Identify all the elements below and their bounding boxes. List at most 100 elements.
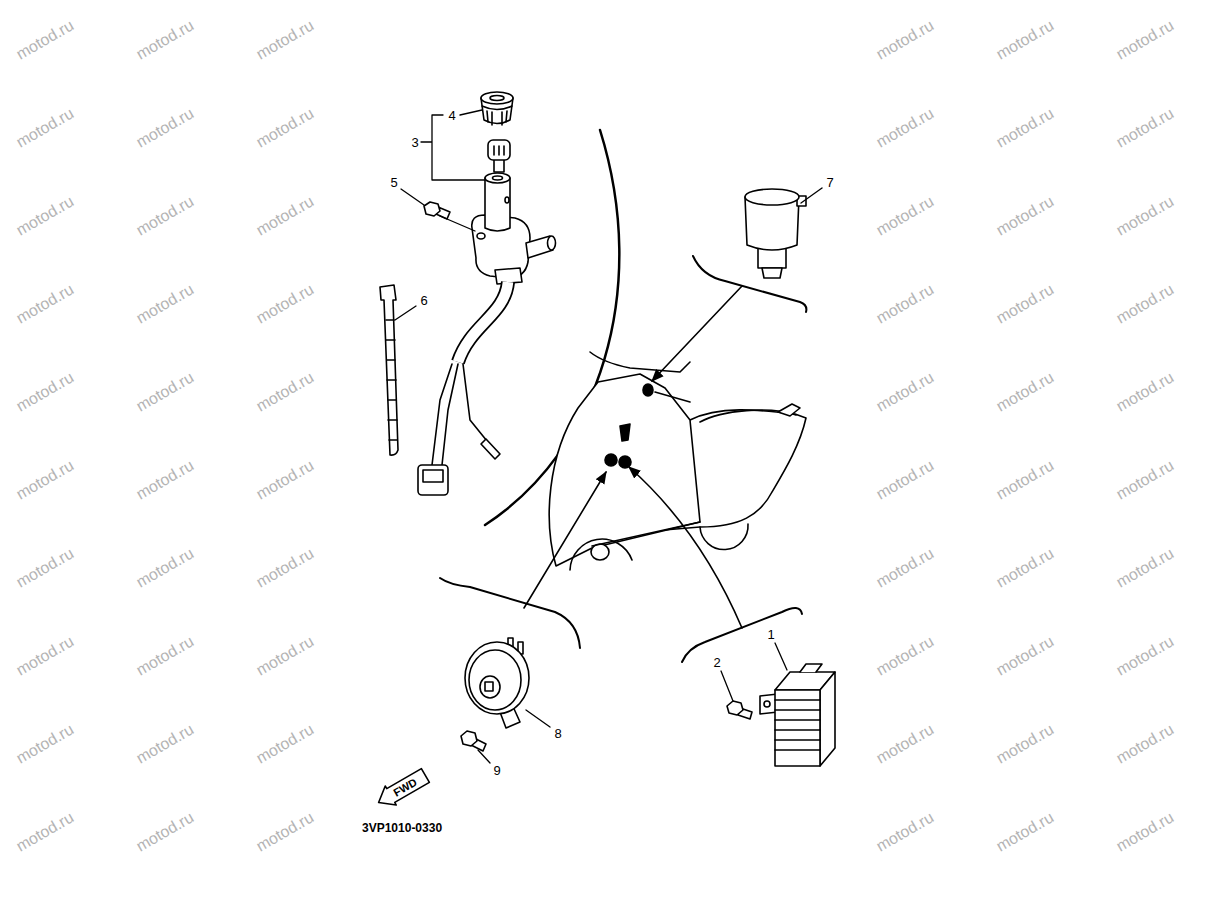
cap-top [481, 92, 513, 104]
horn-rim [465, 642, 529, 714]
watermark: motod.ru [1114, 809, 1177, 854]
watermark: motod.ru [874, 281, 937, 326]
watermark: motod.ru [134, 721, 197, 766]
rectifier-regulator [760, 664, 835, 766]
detail-frame [682, 608, 802, 662]
watermark: motod.ru [1114, 369, 1177, 414]
key-slot [493, 176, 503, 180]
leader-line [478, 750, 490, 763]
watermark: motod.ru [994, 721, 1057, 766]
watermark: motod.ru [14, 281, 77, 326]
watermark: motod.ru [874, 457, 937, 502]
watermark: motod.ru [874, 809, 937, 854]
bolt-head [727, 701, 743, 715]
group-bracket [421, 115, 485, 180]
watermark: motod.ru [1114, 105, 1177, 150]
leader-line [721, 671, 733, 701]
marker [643, 384, 653, 396]
watermark: motod.ru [14, 105, 77, 150]
marker [619, 456, 631, 468]
marker [620, 424, 630, 441]
callout-number: 2 [713, 656, 720, 669]
horn-center [480, 676, 500, 698]
callout-number: 6 [420, 294, 427, 307]
cable-tie [380, 285, 398, 455]
watermark: motod.ru [994, 193, 1057, 238]
watermark: motod.ru [254, 369, 317, 414]
location-arrow [652, 286, 742, 381]
watermark: motod.ru [134, 17, 197, 62]
diagram-code: 3VP1010-0330 [362, 822, 442, 834]
rear-wheel [700, 524, 748, 550]
watermark: motod.ru [994, 369, 1057, 414]
location-markers [605, 384, 653, 468]
watermark: motod.ru [874, 369, 937, 414]
callout-number: 7 [826, 176, 833, 189]
cooling-fins [775, 700, 820, 750]
cylinder-top [485, 173, 510, 183]
key-cap [481, 92, 513, 125]
watermark: motod.ru [14, 809, 77, 854]
watermark: motod.ru [1114, 633, 1177, 678]
watermark: motod.ru [254, 721, 317, 766]
watermark: motod.ru [254, 17, 317, 62]
bullet-connector [481, 439, 500, 459]
watermark: motod.ru [134, 369, 197, 414]
screw-head [424, 202, 440, 216]
pin-end [548, 236, 556, 250]
watermark: motod.ru [874, 721, 937, 766]
scooter-outline [549, 352, 806, 570]
watermark: motod.ru [1114, 545, 1177, 590]
location-arrow [629, 467, 742, 628]
callout-number: 4 [448, 109, 455, 122]
reservoir-nut [762, 268, 782, 278]
watermark: motod.ru [134, 281, 197, 326]
callout-number: 5 [390, 176, 397, 189]
watermark: motod.ru [1114, 193, 1177, 238]
screw [424, 202, 450, 219]
detail-frame [693, 256, 806, 312]
coupler [418, 465, 448, 495]
callout-number: 1 [767, 628, 774, 641]
horn-boss [485, 682, 493, 691]
leader-line [775, 643, 787, 670]
watermark: motod.ru [254, 545, 317, 590]
watermark: motod.ru [254, 105, 317, 150]
horn [465, 638, 529, 728]
watermark: motod.ru [874, 545, 937, 590]
watermark: motod.ru [994, 633, 1057, 678]
leader-line [460, 110, 482, 115]
cable-clamp [495, 268, 522, 284]
watermark: motod.ru [254, 809, 317, 854]
watermark: motod.ru [254, 633, 317, 678]
bolt [461, 731, 486, 751]
watermark: motod.ru [134, 105, 197, 150]
watermark: motod.ru [134, 545, 197, 590]
watermark: motod.ru [14, 721, 77, 766]
direction-label: FWD [373, 767, 428, 812]
tie-serrations [386, 320, 397, 440]
leader-line [801, 188, 822, 203]
marker [605, 454, 617, 466]
watermark: motod.ru [14, 545, 77, 590]
cylinder-hole [505, 197, 509, 203]
switch-cylinder [485, 178, 510, 231]
horn-face [469, 650, 521, 710]
key [488, 140, 510, 172]
cap-hole [490, 96, 504, 101]
cap-notches [487, 111, 507, 125]
bracket-hole [477, 233, 485, 239]
regulator-side [820, 672, 835, 766]
watermark: motod.ru [1114, 457, 1177, 502]
key-head [488, 140, 510, 160]
watermark: motod.ru [1114, 721, 1177, 766]
front-body [549, 374, 700, 566]
reservoir [745, 189, 806, 278]
location-arrow [524, 472, 606, 608]
watermark: motod.ru [134, 193, 197, 238]
watermark: motod.ru [134, 457, 197, 502]
callout-number: 3 [411, 136, 418, 149]
regulator-socket [800, 664, 822, 672]
watermark: motod.ru [14, 457, 77, 502]
